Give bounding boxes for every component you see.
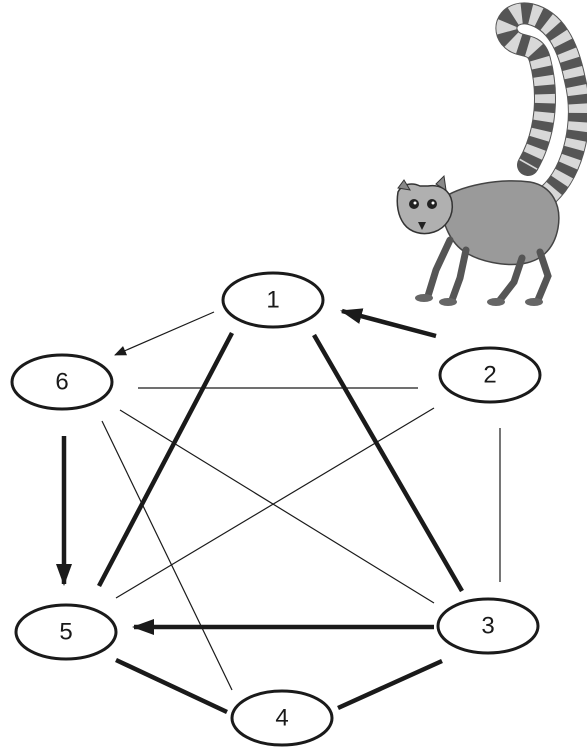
node-6-ellipse (10, 353, 114, 411)
edge-1-3 (312, 333, 464, 593)
node-3-label: 3 (481, 613, 494, 640)
node-4: 4 (230, 689, 334, 747)
edge-5-4 (115, 657, 228, 715)
node-1: 1 (221, 271, 325, 329)
node-3: 3 (436, 597, 540, 655)
node-5-ellipse (14, 603, 118, 661)
lemur-feet (415, 294, 543, 306)
node-2-ellipse (438, 346, 542, 404)
lemur-legs (424, 236, 552, 304)
node-2: 2 (438, 346, 542, 404)
node-3-ellipse (436, 597, 540, 655)
node-1-ellipse (221, 271, 325, 329)
lemur-head (396, 174, 454, 235)
edge-1-6-arrow (114, 311, 215, 356)
edge-2-1-arrow (340, 308, 437, 339)
edge-6-3 (119, 409, 435, 604)
node-6: 6 (10, 353, 114, 411)
node-5-label: 5 (59, 619, 72, 646)
node-1-label: 1 (266, 287, 279, 314)
lemur-illustration (396, 2, 587, 306)
edge-2-5 (115, 407, 435, 599)
node-4-label: 4 (275, 705, 288, 732)
edge-1-5 (97, 331, 234, 588)
node-5: 5 (14, 603, 118, 661)
node-4-ellipse (230, 689, 334, 747)
lemur-tail (495, 2, 587, 206)
edges (56, 308, 501, 715)
edge-4-3 (337, 658, 443, 711)
edge-6-4 (101, 420, 233, 691)
nodes: 1 2 3 4 5 6 (10, 271, 542, 747)
node-6-label: 6 (55, 369, 68, 396)
node-2-label: 2 (483, 362, 496, 389)
